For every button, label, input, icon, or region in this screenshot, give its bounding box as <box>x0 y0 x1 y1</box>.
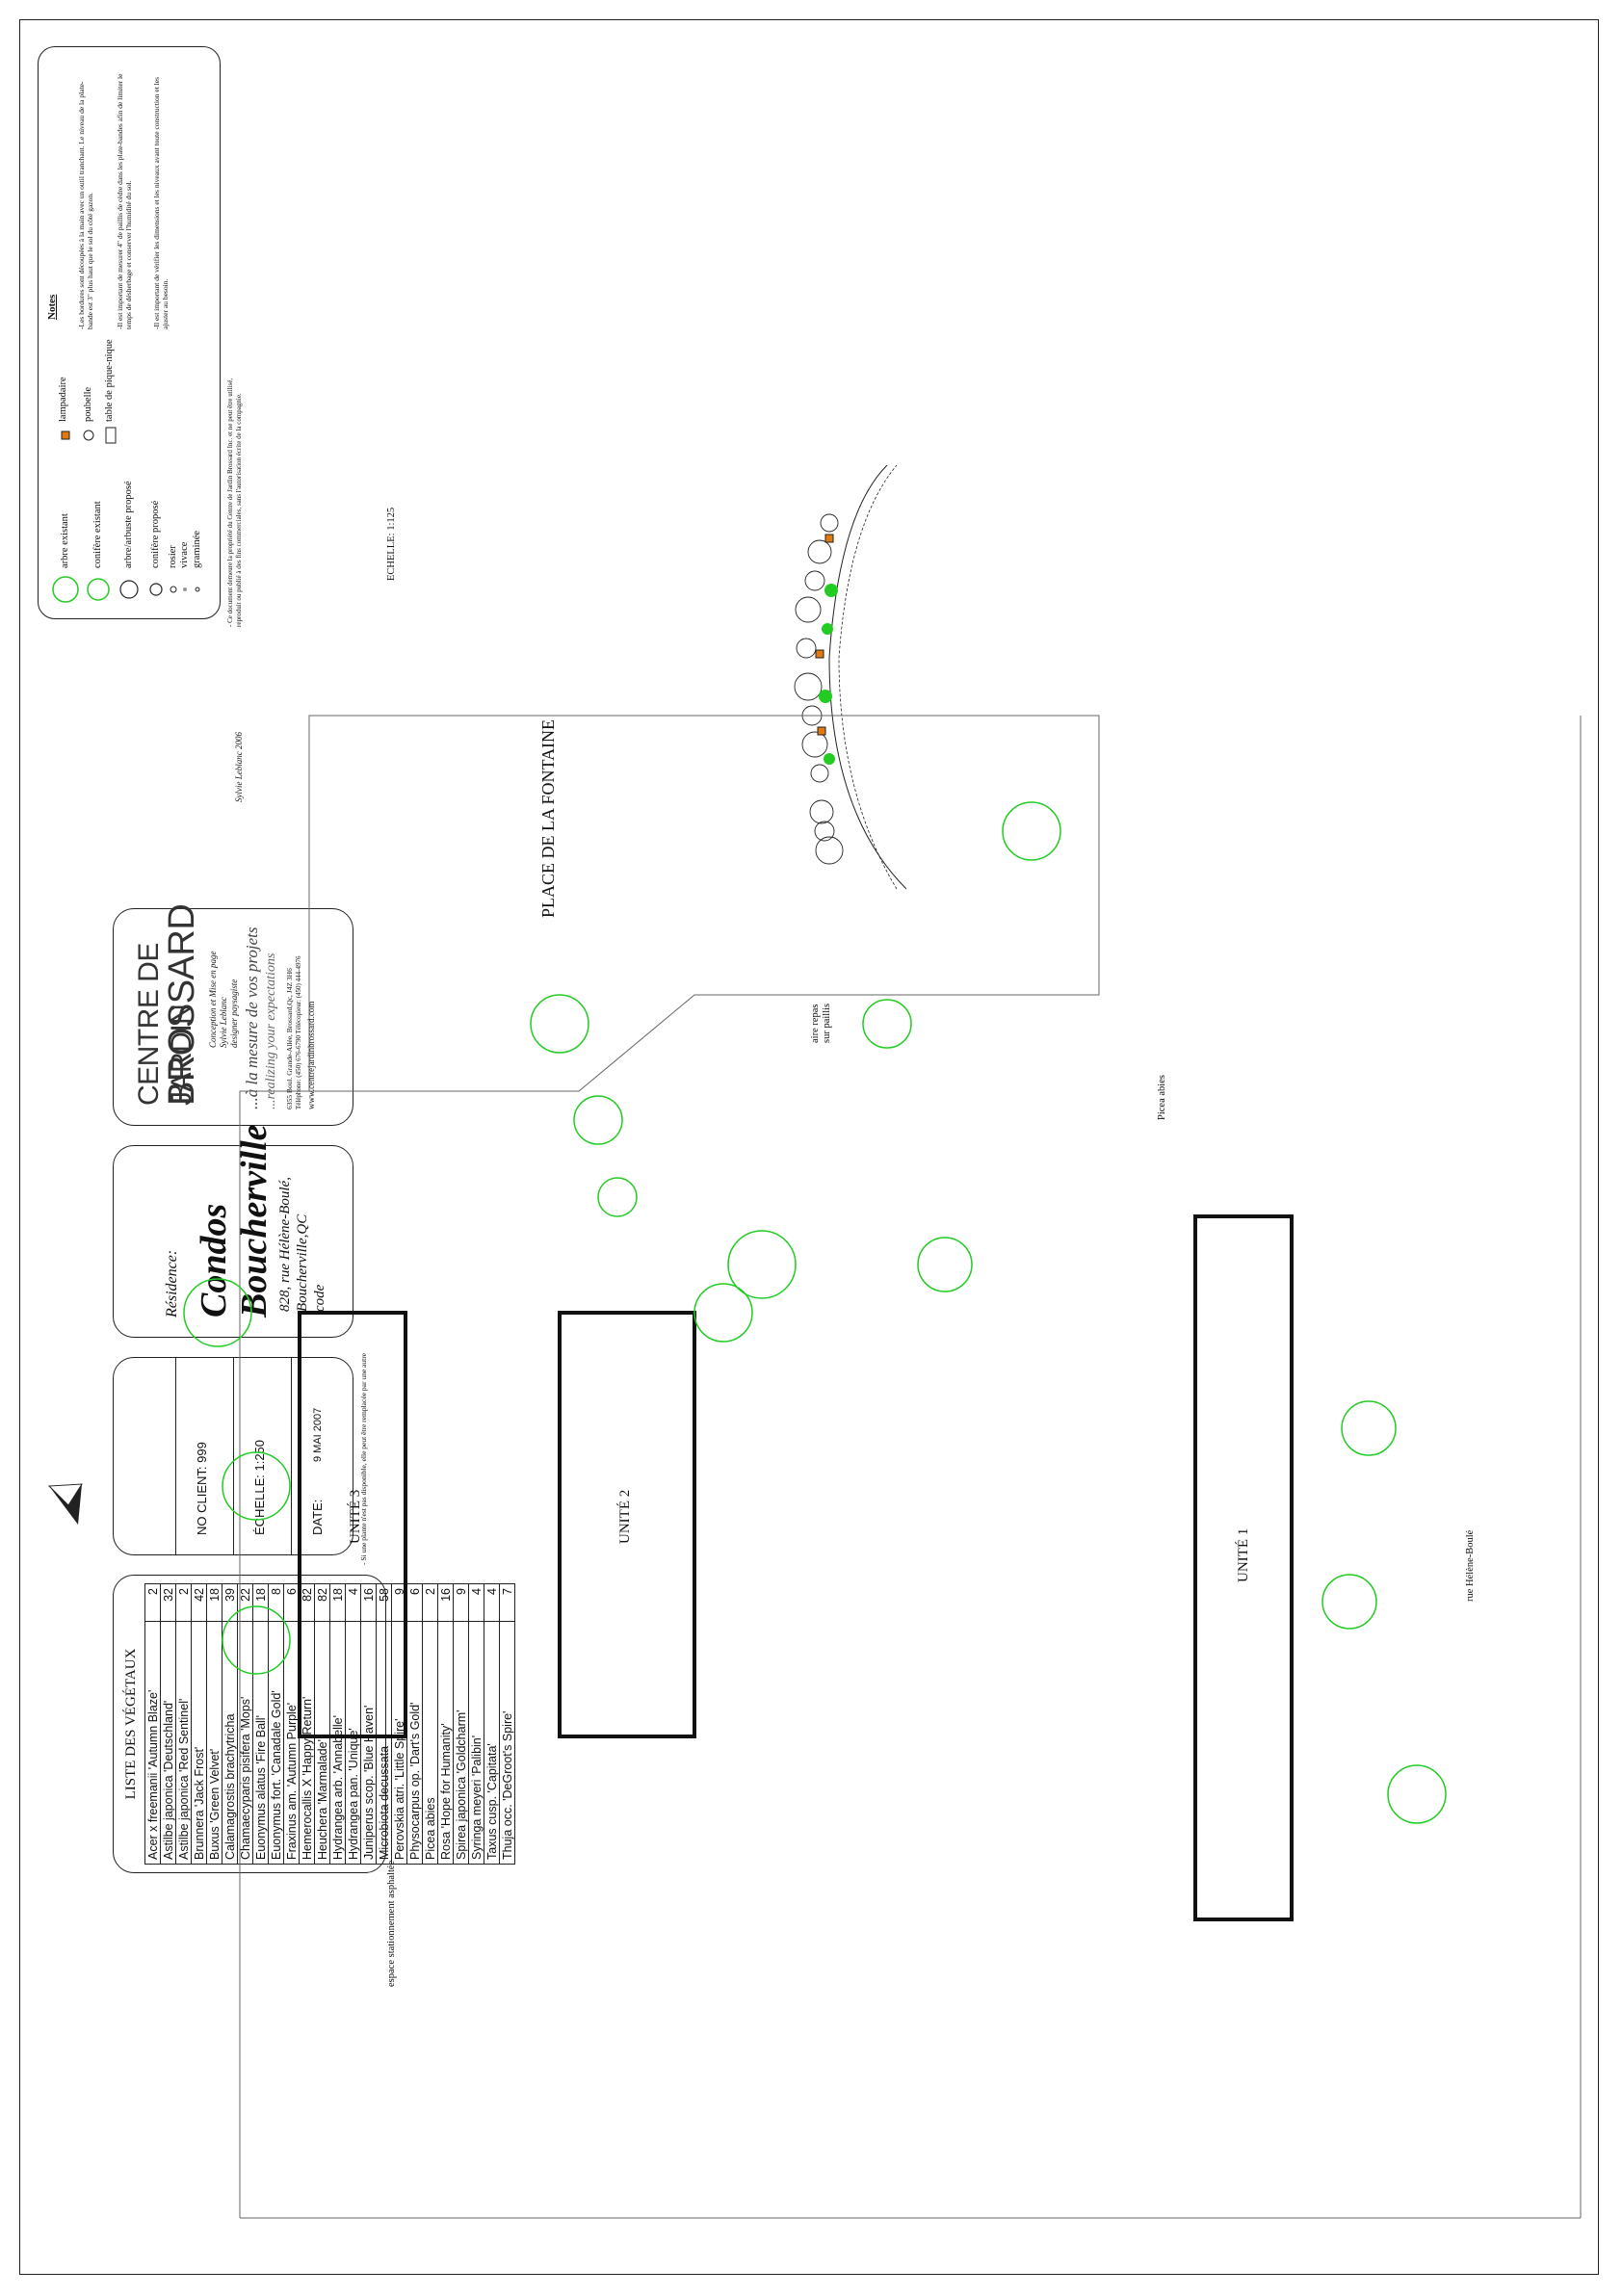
rotated-canvas: Notes arbre existant conifère existant a… <box>20 20 1600 2276</box>
legend-rose-symbol <box>170 586 177 593</box>
legend-lamp-symbol <box>61 430 70 440</box>
street-label: rue Hélène-Boulé <box>1465 1529 1476 1602</box>
legend-box: Notes arbre existant conifère existant a… <box>38 46 221 619</box>
picea-label: Picea abies <box>1157 1075 1167 1120</box>
legend-table-symbol <box>105 427 117 444</box>
parking-label: espace stationnement asphaltée <box>386 1860 397 1987</box>
legend-existing-tree-symbol <box>52 576 79 603</box>
unite1-label: UNITÉ 1 <box>1236 1527 1251 1582</box>
legend-symbols <box>52 427 200 603</box>
legend-conifer-symbol <box>149 583 163 596</box>
fontaine-detail-panel: PLACE DE LA FONTAINE ECHELLE: 1:125 <box>386 465 906 927</box>
legend-grass-symbol <box>195 587 200 592</box>
fontaine-plan <box>794 465 906 890</box>
north-arrow <box>47 1483 83 1525</box>
legend-existing-conifer-symbol <box>87 578 110 601</box>
site-plan <box>183 715 1582 2219</box>
repas-label-2: sur paillis <box>822 1003 832 1043</box>
drawing-sheet: Notes arbre existant conifère existant a… <box>19 19 1599 2275</box>
repas-label-1: aire repas <box>810 1004 821 1043</box>
legend-proposed-tree-symbol <box>119 580 139 599</box>
legend-trash-symbol <box>83 430 94 441</box>
legend-perennial-symbol <box>183 587 187 591</box>
unite2-label: UNITÉ 2 <box>617 1489 633 1544</box>
unite3-label: UNITÉ 3 <box>348 1489 363 1544</box>
